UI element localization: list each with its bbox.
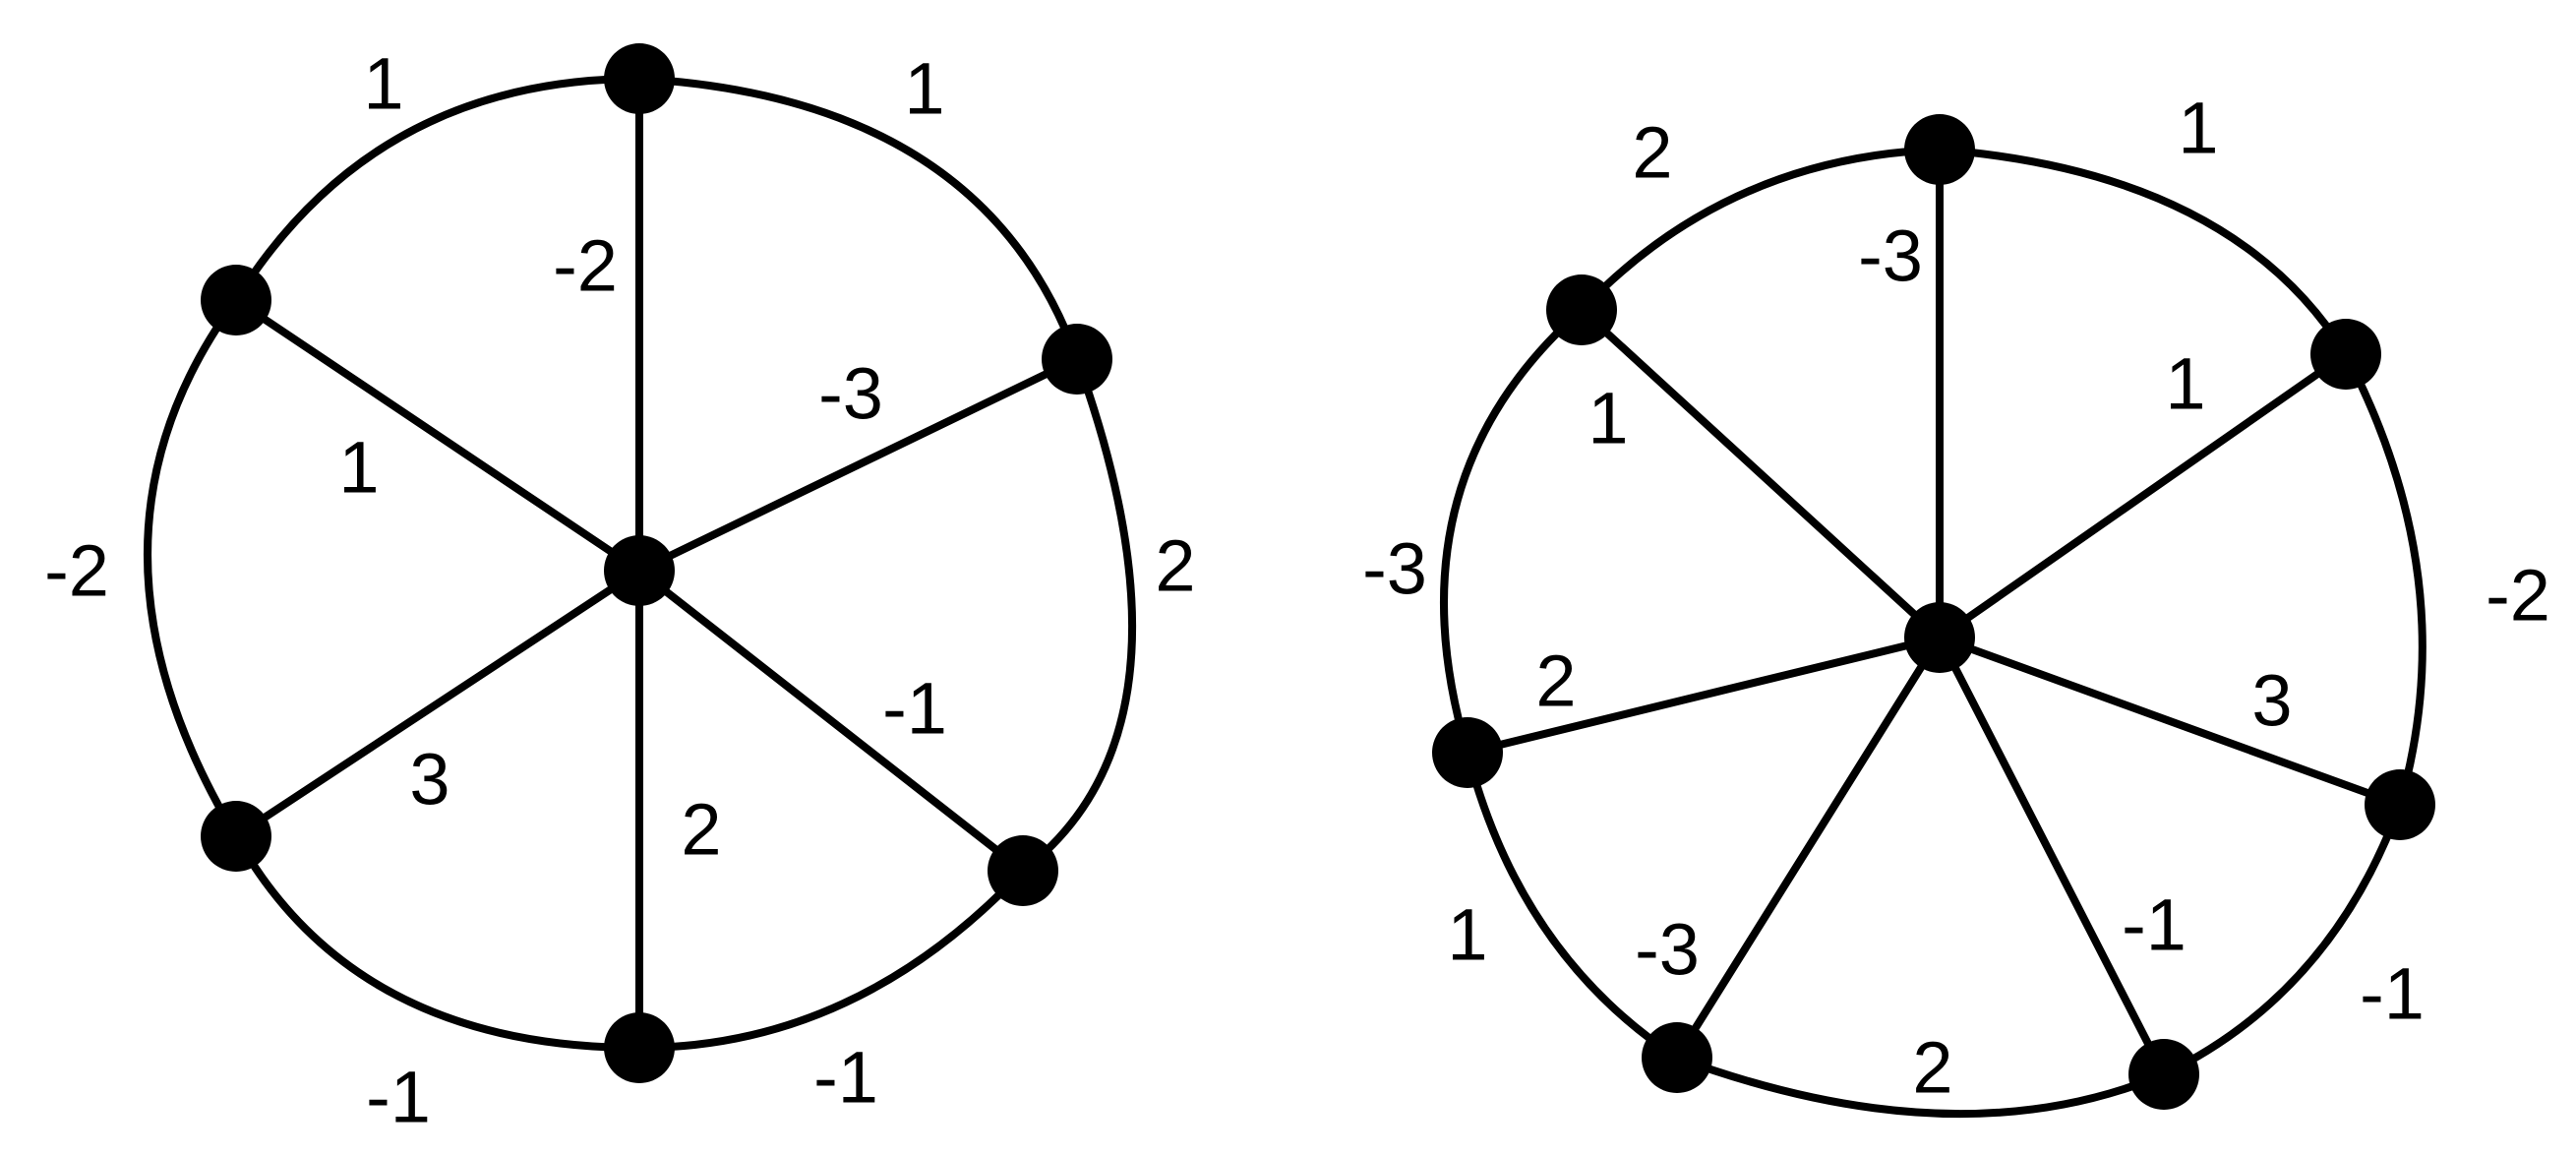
right-vertex-v1 (1904, 114, 1975, 185)
left-rim-edge-v1-v2 (635, 75, 1081, 363)
right-rim-weight-v6-v7: -3 (1362, 528, 1427, 610)
right-spoke-c-v2 (1936, 350, 2350, 641)
left-spoke-c-v6 (232, 296, 643, 575)
left-spoke-c-v3 (635, 567, 1027, 875)
left-spoke-c-v2 (635, 355, 1081, 575)
right-vertex-v7 (1546, 274, 1617, 345)
right-rim-weight-v7-v1: 2 (1632, 112, 1672, 194)
right-spoke-weight-c-v5: -3 (1635, 909, 1700, 991)
right-rim-weight-v1-v2: 1 (2178, 88, 2218, 169)
right-wheel-graph: 1 -2 -1 2 1 -3 2 -3 1 3 -1 -3 2 1 (1362, 88, 2550, 1119)
right-spoke-weight-c-v2: 1 (2165, 343, 2205, 425)
left-rim-edge-v4-v5 (232, 832, 643, 1052)
right-vertex-v3 (2365, 769, 2435, 840)
right-vertex-v4 (2128, 1039, 2199, 1110)
right-vertex-center (1904, 602, 1975, 673)
right-spoke-weight-c-v3: 3 (2251, 660, 2292, 742)
left-rim-edge-v5-v6 (144, 296, 240, 840)
left-rim-weight-v4-v5: -1 (366, 1057, 431, 1138)
left-rim-edge-v6-v1 (232, 75, 643, 304)
right-spoke-weight-c-v1: -3 (1858, 215, 1923, 297)
right-rim-weight-v2-v3: -2 (2486, 555, 2550, 637)
right-spoke-c-v4 (1936, 634, 2168, 1078)
left-rim-edge-v2-v3 (1019, 355, 1136, 875)
left-spoke-weight-c-v1: -2 (553, 225, 618, 307)
left-rim-edge-v3-v4 (635, 867, 1027, 1052)
right-rim-edge-v5-v6 (1464, 749, 1681, 1062)
right-spoke-c-v3 (1936, 634, 2404, 809)
left-vertex-v3 (988, 835, 1058, 906)
right-rim-edge-v4-v5 (1673, 1054, 2168, 1119)
right-rim-weight-v5-v6: 1 (1447, 894, 1487, 976)
right-vertex-v5 (1642, 1022, 1712, 1093)
left-wheel-graph: 1 2 -1 -1 -2 1 -2 -3 -1 2 3 1 (44, 43, 1195, 1138)
right-rim-weight-v3-v4: -1 (2360, 953, 2425, 1035)
left-vertex-center (604, 535, 675, 606)
right-rim-edge-v1-v2 (1936, 146, 2350, 358)
right-rim-edge-v3-v4 (2160, 801, 2404, 1078)
right-spoke-c-v6 (1464, 634, 1944, 757)
right-rim-edge-v6-v7 (1440, 306, 1586, 757)
right-spoke-c-v7 (1578, 306, 1944, 641)
right-rim-weight-v4-v5: 2 (1912, 1027, 1952, 1109)
left-spoke-weight-c-v4: 2 (681, 789, 721, 871)
left-vertex-v6 (201, 265, 271, 335)
right-rim-edge-v2-v3 (2342, 350, 2426, 809)
right-spoke-weight-c-v7: 1 (1588, 378, 1628, 459)
left-spoke-weight-c-v2: -3 (818, 353, 883, 435)
right-spoke-c-v5 (1673, 634, 1944, 1062)
left-rim-weight-v1-v2: 1 (904, 48, 944, 130)
right-rim-edge-v7-v1 (1578, 146, 1944, 314)
left-vertex-v2 (1042, 324, 1112, 395)
left-vertex-v4 (604, 1012, 675, 1083)
left-rim-weight-v5-v6: -2 (44, 530, 109, 612)
left-spoke-weight-c-v3: -1 (882, 668, 947, 750)
right-spoke-weight-c-v4: -1 (2122, 884, 2187, 966)
left-rim-weight-v6-v1: 1 (363, 43, 403, 125)
right-vertex-v6 (1432, 717, 1503, 788)
left-spoke-c-v5 (232, 567, 643, 840)
left-spoke-weight-c-v6: 1 (338, 427, 379, 509)
right-spoke-weight-c-v6: 2 (1535, 640, 1576, 722)
left-vertex-v5 (201, 801, 271, 872)
left-vertex-v1 (604, 43, 675, 114)
left-spoke-weight-c-v5: 3 (409, 739, 449, 821)
right-vertex-v2 (2310, 319, 2381, 390)
left-rim-weight-v2-v3: 2 (1155, 525, 1195, 607)
left-rim-weight-v3-v4: -1 (813, 1037, 878, 1119)
